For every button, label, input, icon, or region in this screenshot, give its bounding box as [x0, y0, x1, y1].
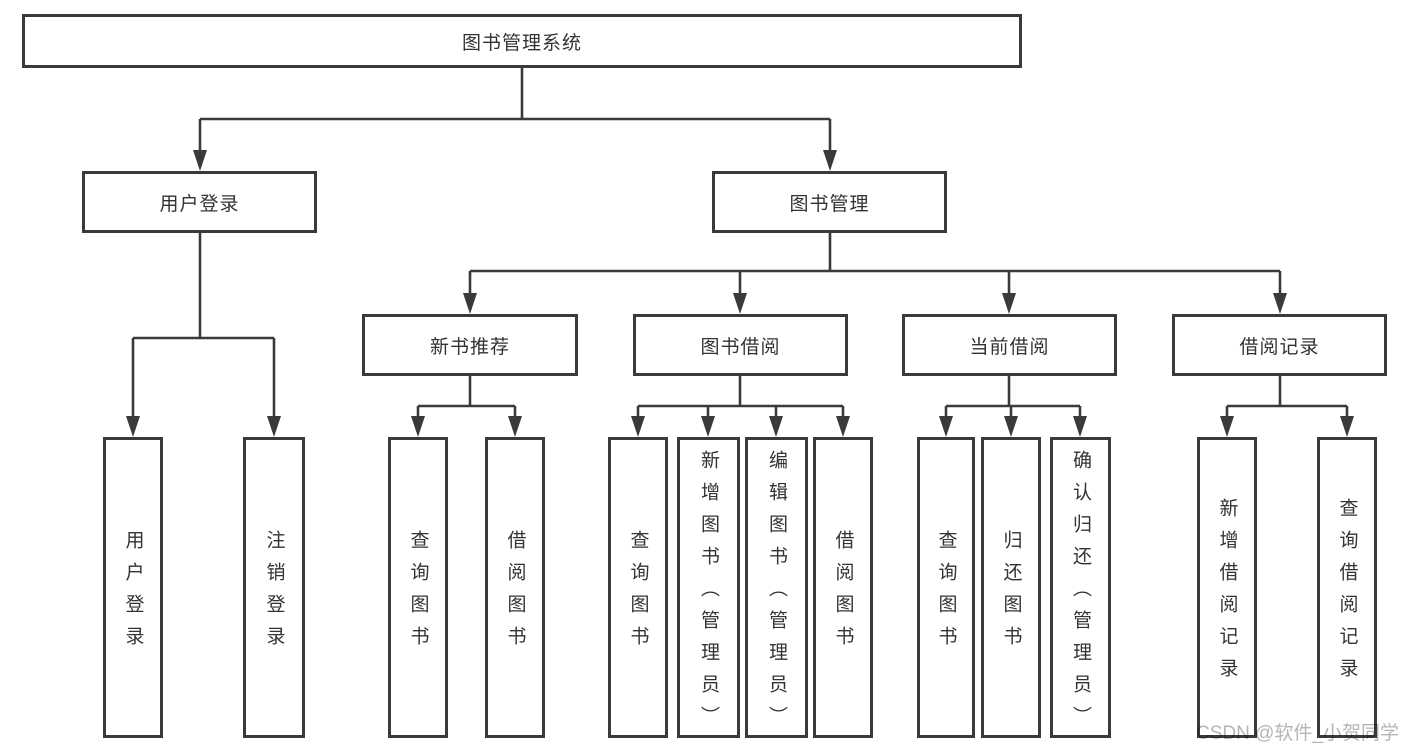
node-current-borrowing-label: 当前借阅 — [969, 336, 1050, 358]
node-leaf-borrow-books-recommend-label: 借阅图书 — [504, 530, 526, 658]
node-leaf-edit-books-admin-label: 编辑图书（管理员） — [766, 450, 787, 738]
node-root: 图书管理系统 — [22, 14, 1022, 68]
node-leaf-add-books-admin-label: 新增图书（管理员） — [698, 450, 719, 738]
csdn-watermark: CSDN @软件_小贺同学 — [1196, 723, 1399, 744]
node-book-management-label: 图书管理 — [789, 193, 870, 215]
node-new-book-recommendation: 新书推荐 — [362, 314, 578, 376]
node-book-borrowing: 图书借阅 — [633, 314, 848, 376]
node-leaf-borrow-books: 借阅图书 — [813, 437, 873, 738]
node-user-login-label: 用户登录 — [159, 193, 240, 215]
node-leaf-return-books-label: 归还图书 — [1000, 530, 1022, 658]
node-leaf-user-login-label: 用户登录 — [122, 530, 144, 658]
node-root-label: 图书管理系统 — [461, 32, 582, 54]
node-leaf-query-borrow-record: 查询借阅记录 — [1317, 437, 1377, 738]
node-borrowing-records-label: 借阅记录 — [1239, 336, 1320, 358]
node-leaf-query-books-recommend-label: 查询图书 — [407, 530, 429, 658]
node-leaf-add-borrow-record: 新增借阅记录 — [1197, 437, 1257, 738]
node-leaf-query-books-recommend: 查询图书 — [388, 437, 448, 738]
node-leaf-query-books-borrowing: 查询图书 — [608, 437, 668, 738]
arrowheads — [126, 150, 1354, 437]
node-leaf-add-books-admin: 新增图书（管理员） — [677, 437, 740, 738]
node-book-management: 图书管理 — [712, 171, 947, 233]
node-new-book-recommendation-label: 新书推荐 — [429, 336, 510, 358]
node-leaf-query-books-current: 查询图书 — [917, 437, 975, 738]
node-leaf-query-borrow-record-label: 查询借阅记录 — [1336, 498, 1358, 690]
node-leaf-return-books: 归还图书 — [981, 437, 1041, 738]
node-leaf-confirm-return-admin: 确认归还（管理员） — [1050, 437, 1111, 738]
node-user-login: 用户登录 — [82, 171, 317, 233]
node-leaf-query-books-current-label: 查询图书 — [935, 530, 957, 658]
node-leaf-query-books-borrowing-label: 查询图书 — [627, 530, 649, 658]
node-current-borrowing: 当前借阅 — [902, 314, 1117, 376]
node-book-borrowing-label: 图书借阅 — [700, 336, 781, 358]
node-borrowing-records: 借阅记录 — [1172, 314, 1387, 376]
node-leaf-edit-books-admin: 编辑图书（管理员） — [745, 437, 808, 738]
node-leaf-add-borrow-record-label: 新增借阅记录 — [1216, 498, 1238, 690]
node-leaf-borrow-books-label: 借阅图书 — [832, 530, 854, 658]
node-leaf-logout-label: 注销登录 — [263, 530, 285, 658]
node-leaf-user-login: 用户登录 — [103, 437, 163, 738]
node-leaf-logout: 注销登录 — [243, 437, 305, 738]
node-leaf-borrow-books-recommend: 借阅图书 — [485, 437, 545, 738]
node-leaf-confirm-return-admin-label: 确认归还（管理员） — [1070, 450, 1091, 738]
